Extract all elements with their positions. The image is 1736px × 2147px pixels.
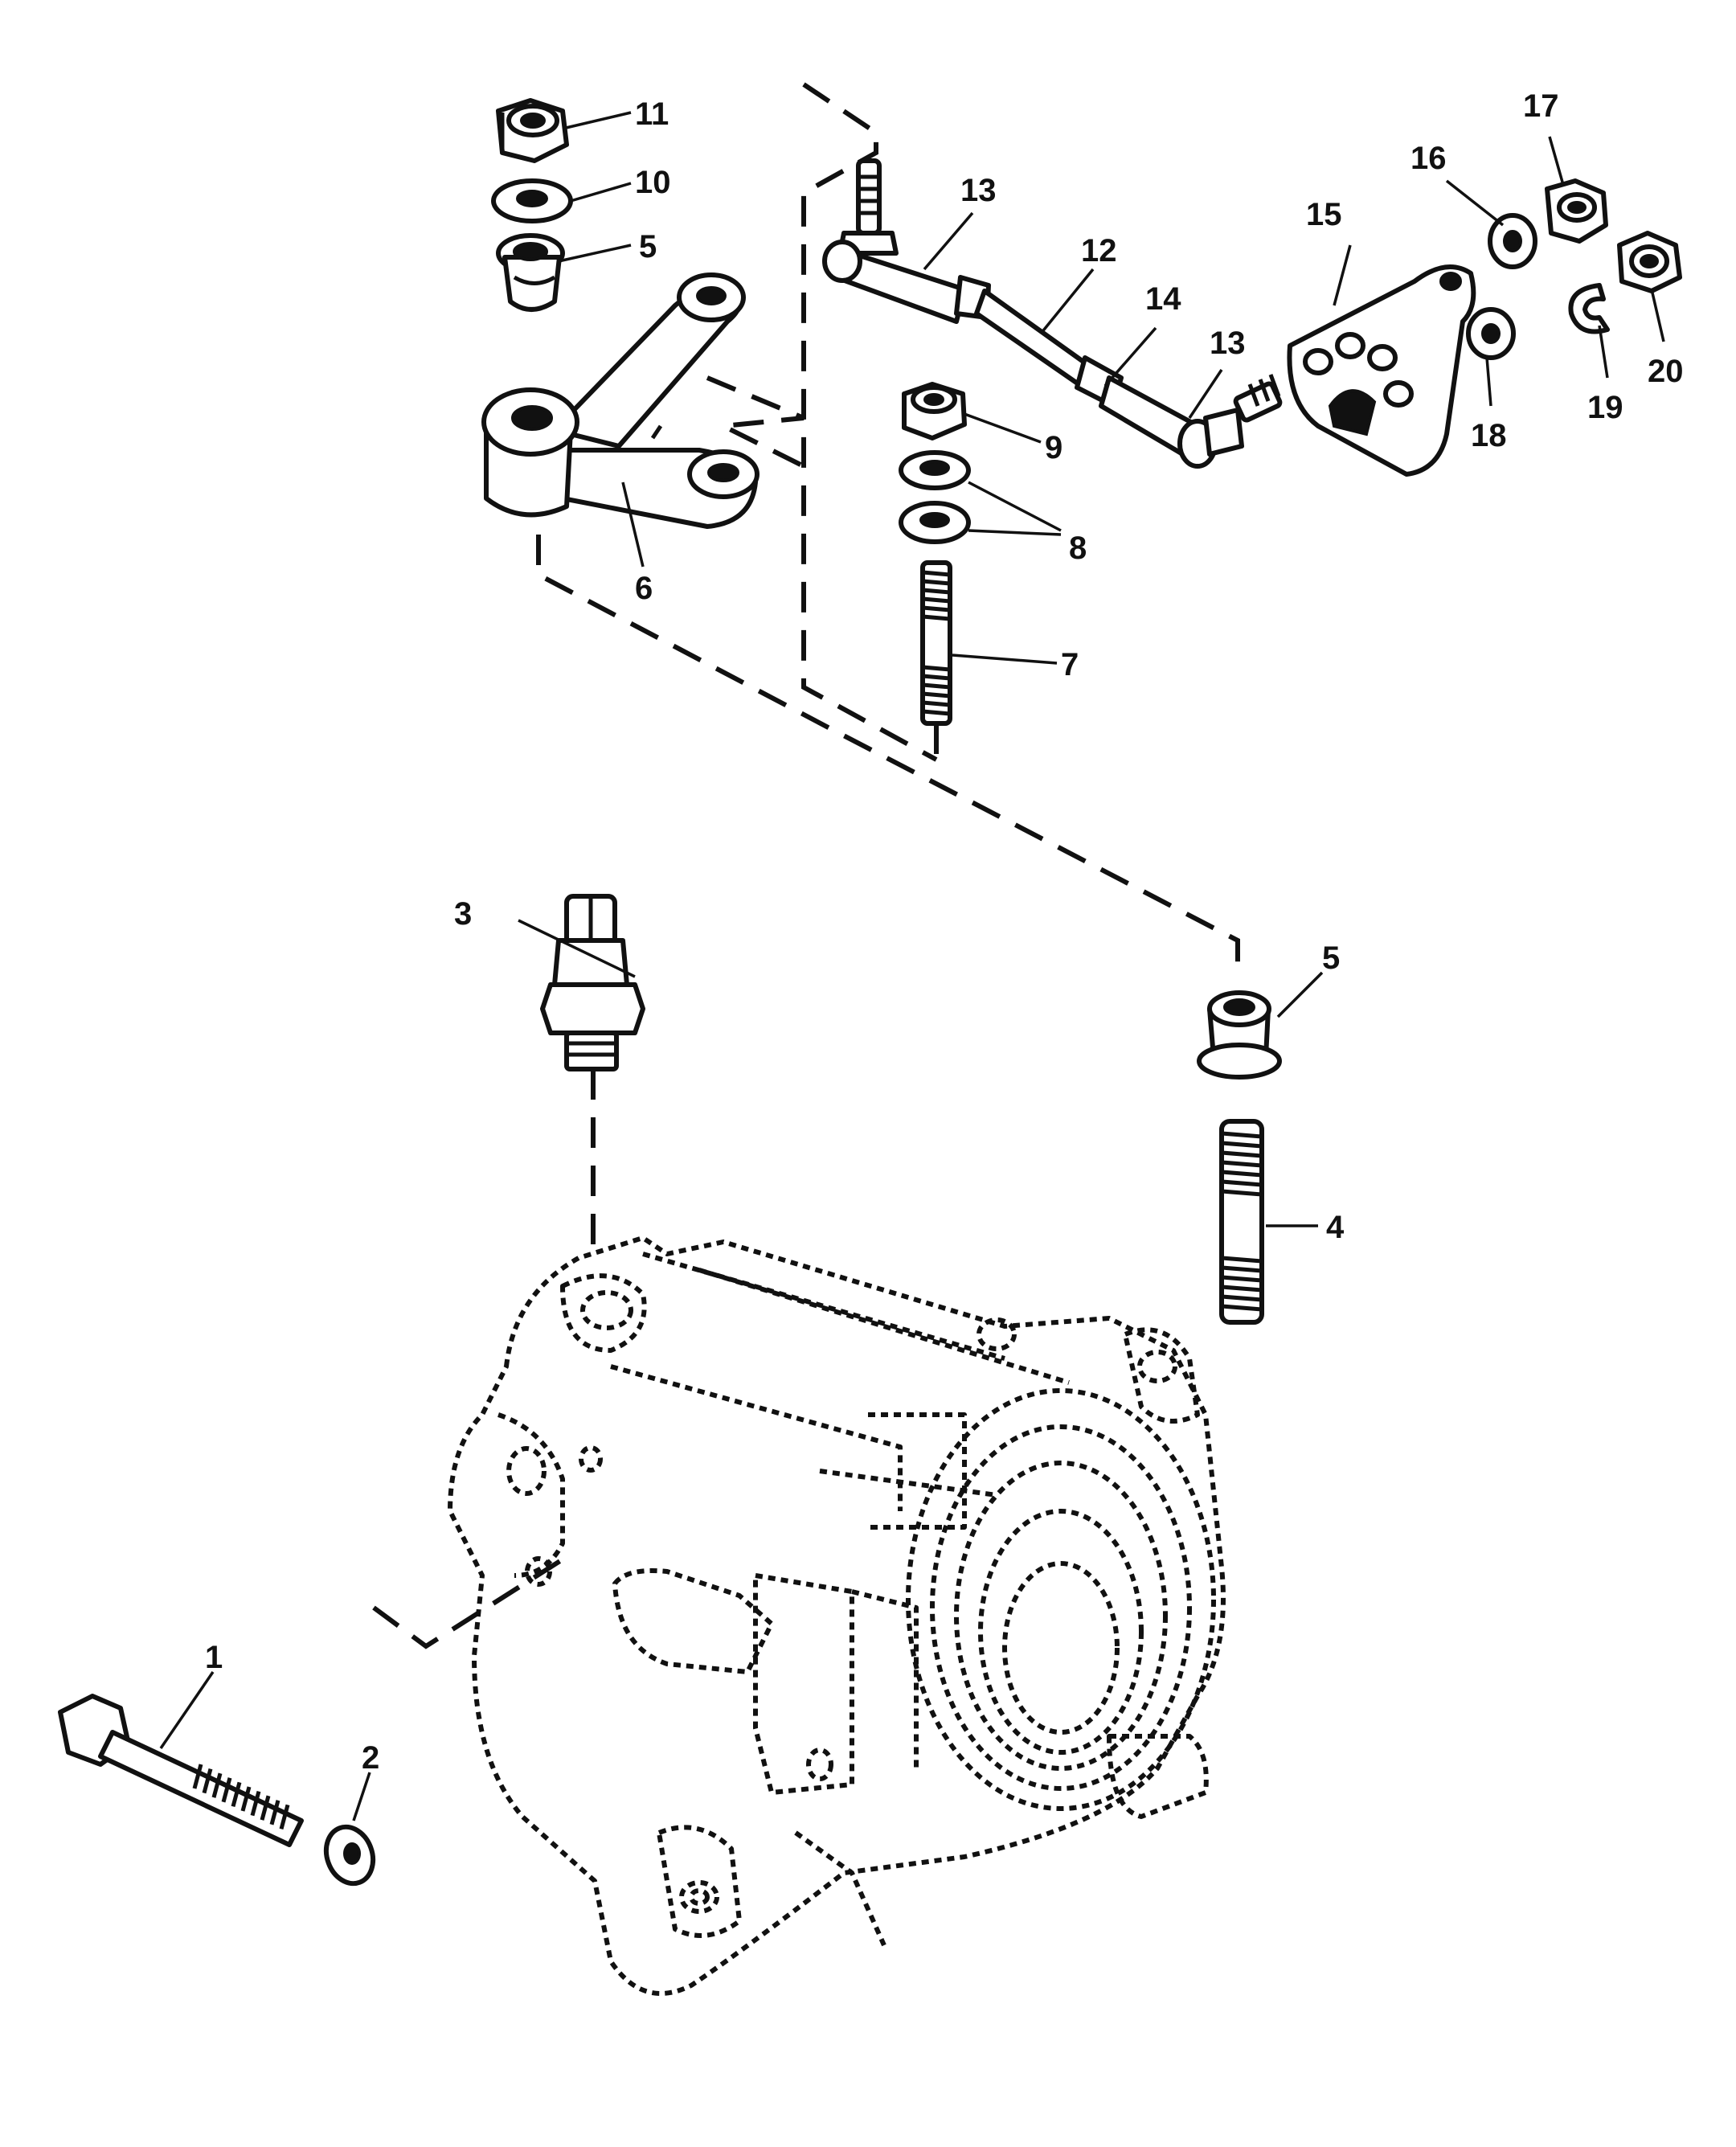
shift-lever-6 (481, 272, 760, 529)
washer-18 (1466, 307, 1516, 360)
thread-line (922, 700, 951, 707)
thread-line (1221, 1189, 1263, 1197)
washer-2 (323, 1824, 376, 1887)
thread-line (922, 665, 951, 672)
nut-20 (1617, 231, 1682, 293)
callout-20: 20 (1648, 354, 1684, 389)
thread-line (211, 1772, 223, 1798)
callout-2: 2 (362, 1740, 379, 1776)
thread-line (1221, 1275, 1263, 1283)
thread-line (260, 1795, 271, 1821)
leader-lines (159, 111, 1665, 1821)
thread-line (922, 588, 951, 595)
thread-line (250, 1790, 261, 1817)
thread-line (1221, 1256, 1263, 1264)
thread-line (922, 614, 951, 621)
thread-line (1221, 1141, 1263, 1149)
thread-line (922, 596, 951, 604)
transmission-housing (448, 1235, 1226, 1996)
lock-nut-11 (496, 98, 569, 163)
thread-line (1221, 1304, 1263, 1312)
thread-line (922, 674, 951, 681)
callout-11: 11 (635, 96, 669, 132)
thread-line (1221, 1131, 1263, 1139)
callout-19: 19 (1587, 390, 1623, 425)
callout-13-right: 13 (1210, 326, 1246, 361)
thread-line (1221, 1294, 1263, 1302)
callout-3: 3 (454, 896, 472, 932)
callout-6: 6 (635, 571, 653, 606)
thread-line (1221, 1160, 1263, 1168)
assembly-line-bolt-to-housing (372, 1557, 564, 1649)
callout-15: 15 (1306, 197, 1342, 232)
stud-4 (1219, 1119, 1264, 1325)
callout-17: 17 (1523, 88, 1559, 124)
assembly-lines (372, 82, 1240, 1649)
thread-line (1221, 1150, 1263, 1158)
thread-line (1221, 1170, 1263, 1178)
washer-16 (1488, 213, 1537, 269)
assembly-line-link-to-stud (801, 82, 938, 762)
washer-10 (491, 178, 573, 223)
thread-line (922, 605, 951, 613)
thread-line (202, 1768, 213, 1794)
nut-17 (1545, 178, 1608, 244)
callout-8: 8 (1069, 531, 1087, 566)
thread-line (1221, 1285, 1263, 1293)
washers-8 (899, 450, 971, 544)
thread-line (1221, 1179, 1263, 1187)
thread-line (231, 1781, 242, 1808)
callout-12: 12 (1081, 233, 1117, 268)
callout-16: 16 (1410, 141, 1447, 176)
callout-14: 14 (1145, 281, 1181, 317)
lock-nut-9 (902, 382, 967, 440)
tie-rod-assembly (822, 158, 1283, 469)
callout-18-label: 18 (1471, 418, 1507, 453)
bracket-plate-15 (1287, 264, 1476, 477)
thread-line (192, 1764, 203, 1789)
bushing-5-top (496, 233, 565, 312)
callout-5-right: 5 (1322, 940, 1340, 976)
stud-7 (920, 560, 952, 726)
callout-4: 4 (1326, 1210, 1345, 1245)
thread-line (922, 691, 951, 699)
thread-line (922, 579, 951, 586)
callout-10: 10 (635, 165, 671, 200)
callout-1: 1 (205, 1640, 223, 1675)
thread-line (269, 1800, 280, 1825)
thread-line (922, 570, 951, 577)
thread-line (221, 1777, 232, 1803)
e-clip-19 (1568, 283, 1610, 334)
thread-line (922, 682, 951, 690)
neutral-switch-3 (540, 894, 645, 1071)
callout-7: 7 (1061, 647, 1079, 682)
thread-line (1221, 1265, 1263, 1273)
callout-5-top: 5 (639, 229, 657, 264)
assembly-line-lever-to-link (706, 375, 805, 469)
thread-line (279, 1804, 290, 1830)
callout-9: 9 (1045, 430, 1062, 465)
thread-line (240, 1786, 252, 1812)
callout-labels: 1 2 3 4 5 5 6 7 8 9 10 11 12 13 13 14 15… (205, 88, 1684, 1776)
thread-line (922, 709, 951, 716)
bushing-5-right (1197, 990, 1282, 1080)
bolt-1 (58, 1694, 304, 1847)
assembly-line-lever-to-housing (536, 535, 1240, 973)
callout-13-left: 13 (960, 173, 997, 208)
